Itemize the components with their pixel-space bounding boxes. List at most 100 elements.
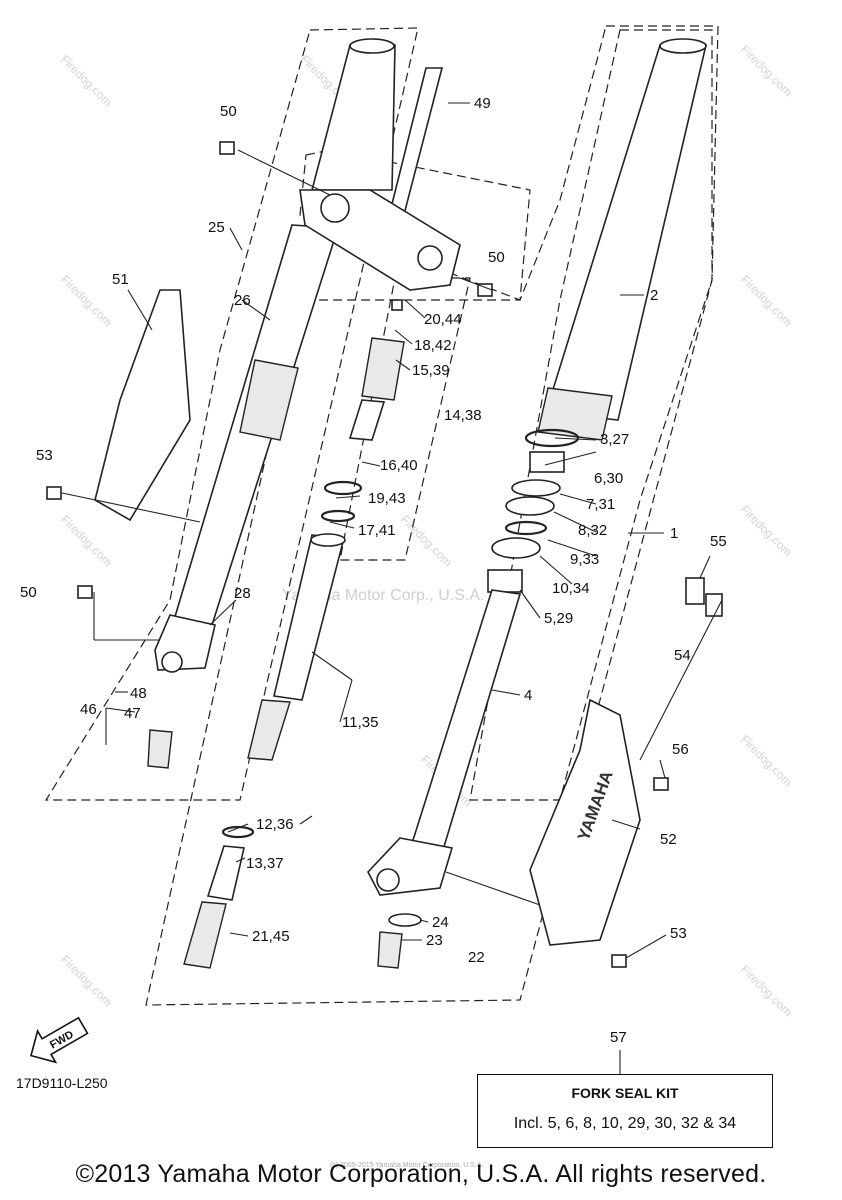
- callout-15-39: 15,39: [412, 362, 450, 379]
- bracket-bore: [417, 245, 443, 271]
- copyright-notice: ©2013 Yamaha Motor Corporation, U.S.A. A…: [75, 1160, 767, 1188]
- bracket-55: [685, 577, 705, 605]
- watermark: Firedog.com: [738, 502, 795, 559]
- bolt-53-left: [46, 486, 62, 500]
- callout-11-35: 11,35: [342, 714, 378, 731]
- damper-spring: [361, 337, 405, 401]
- callout-23: 23: [426, 932, 443, 949]
- callout-2: 2: [650, 287, 658, 304]
- bracket-bore: [320, 193, 350, 223]
- drain-bolt-23: [377, 931, 403, 969]
- callout-52: 52: [660, 831, 677, 848]
- oring-17: [320, 509, 356, 523]
- damper-rod: [348, 399, 386, 441]
- callout-1: 1: [670, 525, 678, 542]
- dust-seal-10: [491, 537, 541, 559]
- callout-22: 22: [468, 949, 485, 966]
- left-tube-top: [349, 38, 395, 54]
- callout-50: 50: [20, 584, 37, 601]
- watermark: Firedog.com: [398, 512, 455, 569]
- watermark: Firedog.com: [58, 272, 115, 329]
- callout-47: 47: [124, 705, 141, 722]
- washer-7: [511, 479, 561, 497]
- oring-19: [323, 480, 363, 496]
- clip-3: [524, 428, 580, 448]
- callout-51: 51: [112, 271, 129, 288]
- watermark: Firedog.com: [738, 42, 795, 99]
- callout-17-41: 17,41: [358, 522, 396, 539]
- bolts: [46, 141, 669, 968]
- left-guard-51: [94, 289, 191, 522]
- callout-14-38: 14,38: [444, 407, 482, 424]
- right-axle-hole: [376, 868, 400, 892]
- outline-1: [145, 25, 719, 1006]
- callout-50: 50: [220, 103, 237, 120]
- watermark: Firedog.com: [738, 732, 795, 789]
- callout-21-45: 21,45: [252, 928, 290, 945]
- callout-4: 4: [524, 687, 532, 704]
- left-seal-area: [239, 359, 299, 441]
- right-tube-top: [659, 38, 707, 54]
- callout-labels: 49 50 50 50 25 26 51 53 53 28 48 47 46 2…: [20, 95, 727, 1046]
- bushing-6: [529, 451, 565, 473]
- bolt-53-right: [611, 954, 627, 968]
- bolt-50-left: [77, 585, 93, 599]
- callout-54: 54: [674, 647, 691, 664]
- watermark: Firedog.com: [738, 272, 795, 329]
- callout-7-31: 7,31: [586, 496, 615, 513]
- callout-19-43: 19,43: [368, 490, 406, 507]
- watermark-center: Yamaha Motor Corp., U.S.A.: [282, 587, 484, 604]
- callout-26: 26: [234, 292, 251, 309]
- seal-8: [505, 496, 555, 516]
- inner-tube-4: [406, 589, 522, 861]
- callout-13-37: 13,37: [246, 855, 284, 872]
- watermark: Firedog.com: [738, 962, 795, 1019]
- bolt-56: [653, 777, 669, 791]
- callout-10-34: 10,34: [552, 580, 590, 597]
- callout-56: 56: [672, 741, 689, 758]
- right-outer-tube: [544, 44, 708, 421]
- callout-6-30: 6,30: [594, 470, 623, 487]
- spring-seat-13: [206, 845, 245, 901]
- damper-top: [391, 299, 403, 311]
- drain-bolt-46: [147, 729, 173, 769]
- right-guard-52: [529, 698, 641, 946]
- watermark: Firedog.com: [58, 952, 115, 1009]
- callout-55: 55: [710, 533, 727, 550]
- fork-seal-kit-box: FORK SEAL KIT Incl. 5, 6, 8, 10, 29, 30,…: [477, 1074, 773, 1148]
- oring-12: [221, 825, 255, 839]
- triple-clamp: [299, 67, 461, 291]
- callout-46: 46: [80, 701, 97, 718]
- right-seal-area: [537, 387, 613, 441]
- callout-53: 53: [670, 925, 687, 942]
- callout-3-27: 3,27: [600, 431, 629, 448]
- fwd-arrow: FWD: [30, 1016, 89, 1064]
- leader-lines: [61, 102, 723, 1074]
- guards: YAMAHA: [94, 289, 723, 946]
- callout-5-29: 5,29: [544, 610, 573, 627]
- callout-18-42: 18,42: [414, 337, 452, 354]
- small-copyright: (c) 2005-2015 Yamaha Motor Corporation, …: [330, 1162, 484, 1169]
- damper-cartridge: [183, 299, 405, 969]
- bolt-50-top: [219, 141, 235, 155]
- callout-28: 28: [234, 585, 251, 602]
- watermark: Firedog.com: [58, 512, 115, 569]
- callout-12-36: 12,36: [256, 816, 294, 833]
- bushing-5: [487, 569, 523, 593]
- kit-title: FORK SEAL KIT: [571, 1085, 679, 1101]
- drawing-code: 17D9110-L250: [16, 1075, 108, 1091]
- fwd-arrow-icon: [30, 1016, 89, 1064]
- kit-description: Incl. 5, 6, 8, 10, 29, 30, 32 & 34: [513, 1115, 737, 1132]
- callout-16-40: 16,40: [380, 457, 418, 474]
- damper-piston: [247, 699, 291, 761]
- fork-spring-21: [183, 901, 227, 969]
- callout-8-32: 8,32: [578, 522, 607, 539]
- callout-48: 48: [130, 685, 147, 702]
- outline-25: [44, 27, 419, 801]
- callout-20-44: 20,44: [424, 311, 462, 328]
- damper-body-11: [273, 534, 346, 701]
- outline-2: [469, 29, 713, 801]
- callout-50: 50: [488, 249, 505, 266]
- watermark: Firedog.com: [58, 52, 115, 109]
